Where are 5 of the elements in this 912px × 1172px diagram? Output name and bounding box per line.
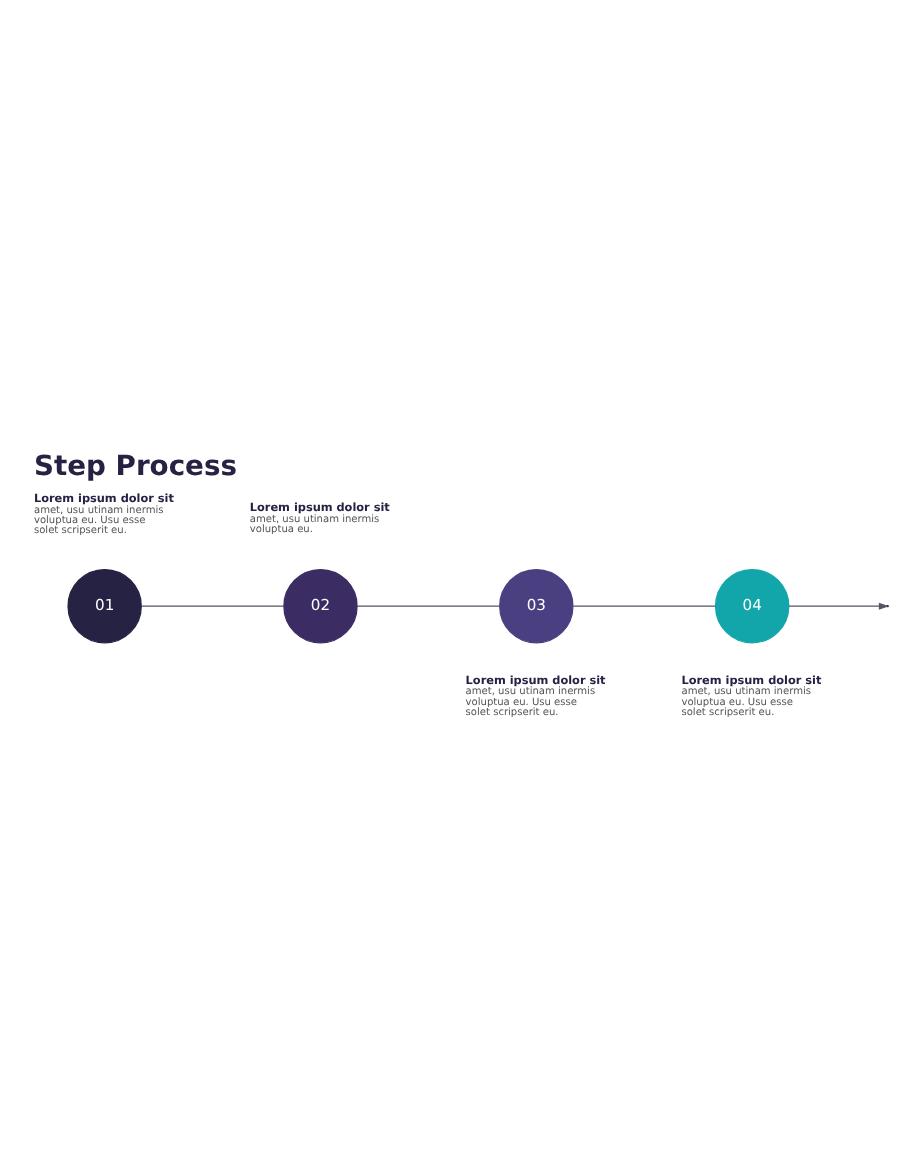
connector [141,605,285,607]
diagram-title: Step Process [33,451,237,484]
connector [572,605,717,607]
connector [356,605,501,607]
arrow [788,602,889,610]
